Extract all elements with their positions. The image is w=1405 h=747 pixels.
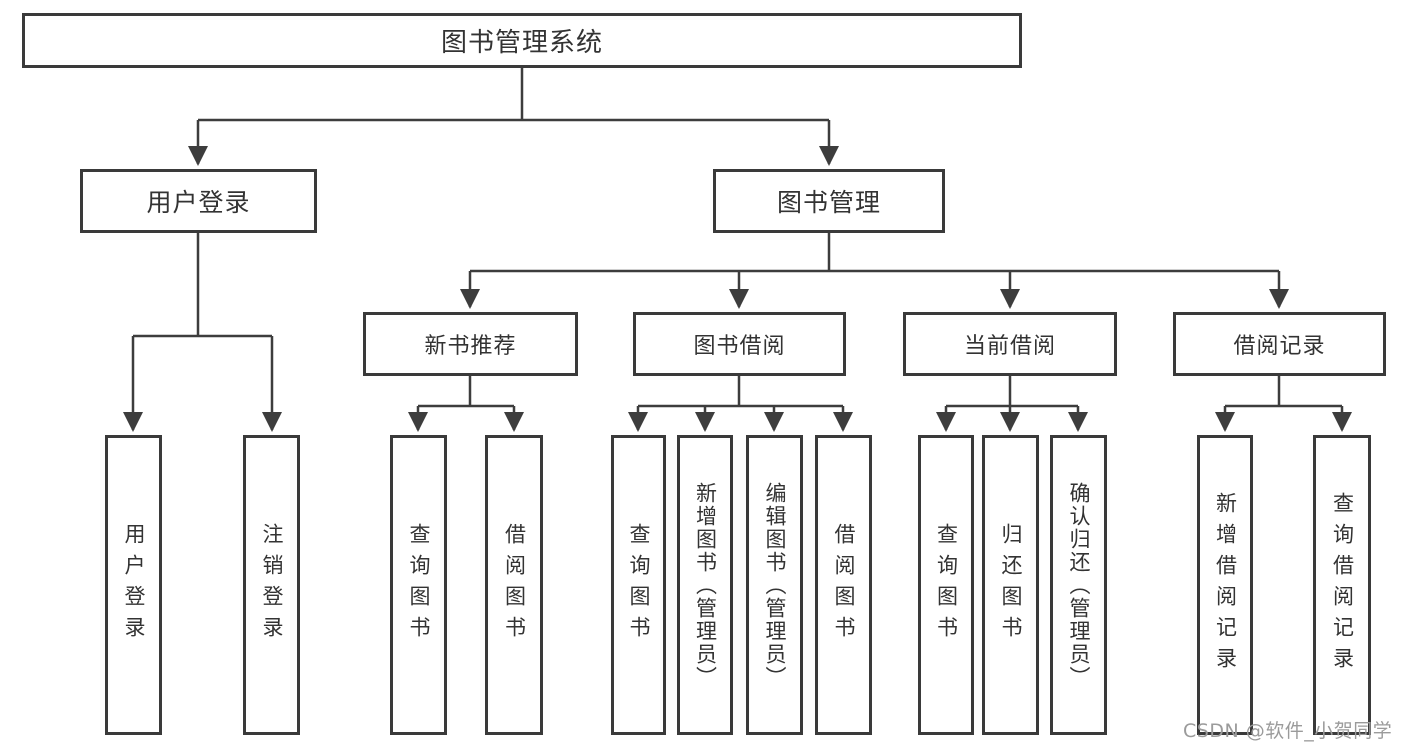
node-current-borrow: 当前借阅 bbox=[903, 312, 1117, 376]
leaf-query-books-borrow-label: 查询图书 bbox=[627, 523, 651, 647]
leaf-borrow-books: 借阅图书 bbox=[815, 435, 872, 735]
node-borrow-records: 借阅记录 bbox=[1173, 312, 1386, 376]
leaf-borrow-books-label: 借阅图书 bbox=[832, 523, 856, 647]
leaf-borrow-books-recommend-label: 借阅图书 bbox=[502, 523, 527, 647]
leaf-user-login-label: 用户登录 bbox=[122, 523, 146, 647]
leaf-confirm-return-admin: 确认归还（管理员） bbox=[1050, 435, 1107, 735]
node-user-login-label: 用户登录 bbox=[146, 188, 251, 217]
leaf-query-borrow-record-label: 查询借阅记录 bbox=[1330, 492, 1355, 678]
leaf-query-books-current: 查询图书 bbox=[918, 435, 974, 735]
leaf-return-books: 归还图书 bbox=[982, 435, 1039, 735]
node-borrow-records-label: 借阅记录 bbox=[1233, 334, 1326, 359]
leaf-edit-book-admin-label: 编辑图书（管理员） bbox=[763, 481, 787, 689]
node-book-management: 图书管理 bbox=[713, 169, 945, 233]
leaf-add-book-admin-label: 新增图书（管理员） bbox=[693, 481, 718, 689]
node-book-borrow-label: 图书借阅 bbox=[693, 334, 786, 359]
leaf-add-book-admin: 新增图书（管理员） bbox=[677, 435, 733, 735]
node-root: 图书管理系统 bbox=[22, 13, 1022, 68]
node-book-management-label: 图书管理 bbox=[776, 188, 881, 217]
leaf-query-books-borrow: 查询图书 bbox=[611, 435, 666, 735]
node-user-login: 用户登录 bbox=[80, 169, 317, 233]
leaf-logout: 注销登录 bbox=[243, 435, 300, 735]
leaf-edit-book-admin: 编辑图书（管理员） bbox=[746, 435, 803, 735]
node-new-book-recommend-label: 新书推荐 bbox=[424, 334, 517, 359]
leaf-confirm-return-admin-label: 确认归还（管理员） bbox=[1067, 481, 1091, 689]
leaf-query-books-current-label: 查询图书 bbox=[934, 523, 959, 647]
node-book-borrow: 图书借阅 bbox=[633, 312, 846, 376]
watermark: CSDN @软件_小贺同学 bbox=[1183, 720, 1393, 742]
leaf-return-books-label: 归还图书 bbox=[999, 523, 1023, 647]
leaf-query-borrow-record: 查询借阅记录 bbox=[1313, 435, 1371, 735]
leaf-user-login: 用户登录 bbox=[105, 435, 162, 735]
node-current-borrow-label: 当前借阅 bbox=[963, 334, 1056, 359]
leaf-query-books-recommend-label: 查询图书 bbox=[407, 523, 431, 647]
leaf-query-books-recommend: 查询图书 bbox=[390, 435, 447, 735]
node-root-label: 图书管理系统 bbox=[440, 28, 603, 58]
leaf-add-borrow-record-label: 新增借阅记录 bbox=[1213, 492, 1238, 678]
leaf-logout-label: 注销登录 bbox=[260, 523, 284, 647]
leaf-add-borrow-record: 新增借阅记录 bbox=[1197, 435, 1253, 735]
node-new-book-recommend: 新书推荐 bbox=[363, 312, 578, 376]
leaf-borrow-books-recommend: 借阅图书 bbox=[485, 435, 543, 735]
